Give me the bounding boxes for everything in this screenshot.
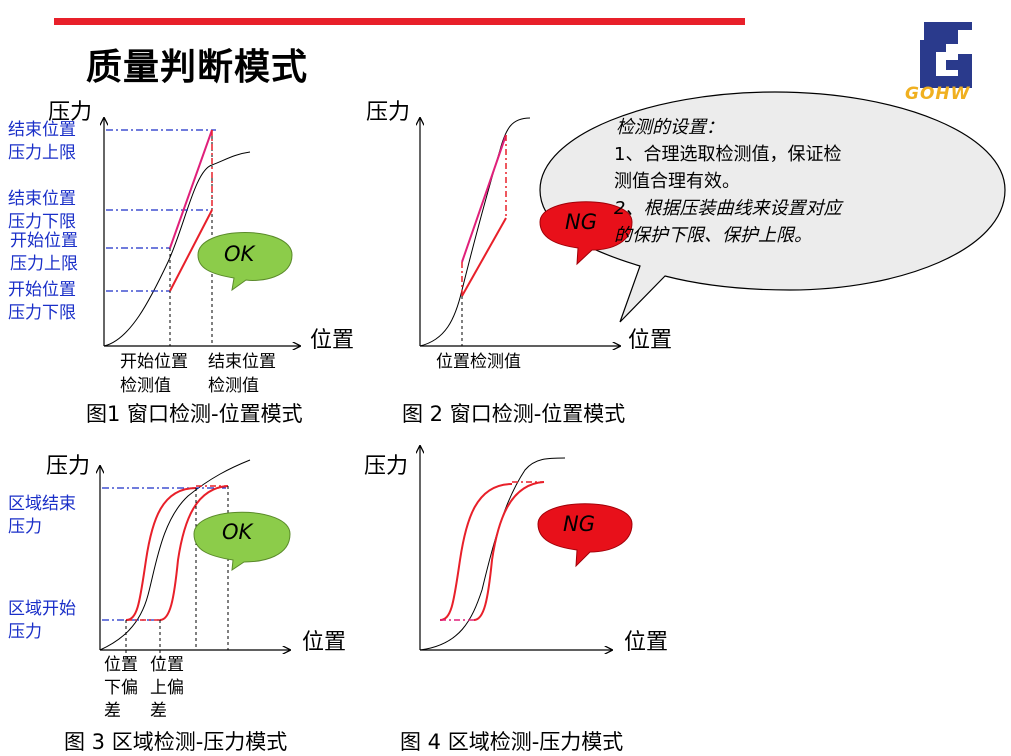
fig3-label-high-3: 差 (150, 701, 167, 721)
fig1-label-start-upper-2: 压力上限 (10, 254, 78, 274)
fig2-caption: 图 2 窗口检测-位置模式 (402, 402, 626, 426)
fig1-x-label: 位置 (310, 328, 355, 353)
fig2-press-curve (419, 117, 531, 347)
fig4-x-label: 位置 (624, 630, 669, 655)
fig1-label-end-lower-2: 压力下限 (8, 212, 76, 232)
fig1-diagram (104, 118, 300, 346)
fig3-label-low-2: 下偏 (104, 678, 138, 698)
fig4-caption: 图 4 区域检测-压力模式 (400, 730, 624, 754)
fig3-label-low-3: 差 (104, 701, 121, 721)
fig2-lower-limit (461, 217, 507, 297)
fig4-y-label: 压力 (364, 454, 409, 479)
fig3-upper-tol-curve (159, 485, 229, 621)
fig1-y-label: 压力 (48, 100, 93, 125)
callout-line3: 2、根据压装曲线来设置对应 (614, 198, 842, 219)
fig1-label-start-lower-1: 开始位置 (8, 280, 76, 300)
fig3-label-zone-start-2: 压力 (8, 622, 42, 642)
fig1-lower-limit (169, 209, 213, 292)
fig3-diagram (99, 459, 291, 660)
fig1-label-end-pos-1: 结束位置 (208, 352, 276, 372)
fig4-ng-bubble (537, 503, 633, 568)
fig3-badge-text: OK (222, 520, 253, 544)
callout-heading: 检测的设置： (616, 117, 724, 138)
accent-bar (54, 18, 745, 25)
fig3-label-zone-start-1: 区域开始 (8, 599, 76, 619)
fig3-lower-tol-curve (125, 487, 197, 621)
fig3-caption: 图 3 区域检测-压力模式 (64, 730, 288, 754)
fig1-label-start-upper-1: 开始位置 (10, 231, 78, 251)
fig4-diagram (420, 446, 633, 650)
fig3-label-high-1: 位置 (150, 655, 184, 675)
fig2-badge-text: NG (565, 210, 597, 234)
fig3-label-zone-end-1: 区域结束 (8, 494, 76, 514)
page-title: 质量判断模式 (86, 47, 309, 88)
fig3-y-label: 压力 (46, 454, 91, 479)
callout-line1: 1、合理选取检测值，保证检 (614, 144, 842, 165)
fig1-caption: 图1 窗口检测-位置模式 (86, 402, 303, 426)
fig1-label-end-pos-2: 检测值 (208, 376, 259, 396)
fig2-upper-limit (461, 134, 507, 263)
settings-callout (539, 91, 1006, 323)
fig3-x-label: 位置 (302, 630, 347, 655)
fig2-diagram (419, 91, 1006, 347)
gohw-logo (920, 22, 972, 88)
fig2-x-label: 位置 (628, 328, 673, 353)
fig1-label-end-upper-2: 压力上限 (8, 143, 76, 163)
fig4-badge-text: NG (563, 512, 595, 536)
logo-text: GOHW (905, 84, 971, 104)
fig3-label-low-1: 位置 (104, 655, 138, 675)
fig1-ok-bubble (197, 232, 293, 292)
callout-line2: 测值合理有效。 (614, 171, 740, 192)
fig2-label-pos: 位置检测值 (436, 352, 521, 372)
fig4-lower-tol-curve (439, 483, 513, 621)
fig1-label-start-pos-2: 检测值 (120, 376, 171, 396)
fig2-y-label: 压力 (366, 100, 411, 125)
fig3-press-curve (99, 459, 251, 651)
fig1-label-start-lower-2: 压力下限 (8, 303, 76, 323)
fig2-ng-bubble (539, 201, 633, 266)
fig3-ok-bubble (193, 511, 291, 572)
fig3-label-zone-end-2: 压力 (8, 517, 42, 537)
fig1-badge-text: OK (224, 242, 255, 266)
callout-line4: 的保护下限、保护上限。 (614, 225, 812, 246)
fig4-upper-tol-curve (473, 481, 545, 621)
fig1-label-end-upper-1: 结束位置 (8, 120, 76, 140)
fig1-upper-limit (169, 129, 213, 249)
fig1-label-end-lower-1: 结束位置 (8, 189, 76, 209)
fig1-label-start-pos-1: 开始位置 (120, 352, 188, 372)
fig1-press-curve (103, 151, 251, 347)
fig3-label-high-2: 上偏 (150, 678, 184, 698)
